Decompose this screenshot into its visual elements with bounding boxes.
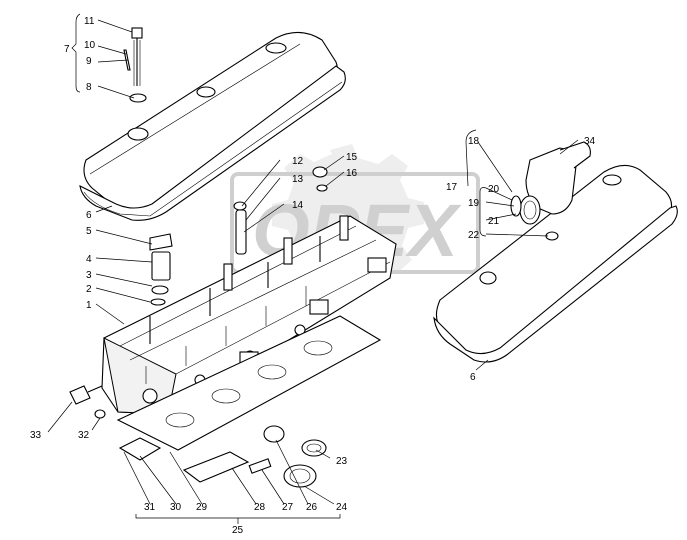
callout-12: 12 — [292, 156, 304, 167]
callout-25: 25 — [232, 525, 244, 536]
cover-bolt — [123, 27, 143, 86]
callout-14: 14 — [292, 200, 304, 211]
callout-28: 28 — [254, 502, 266, 513]
callout-6-left: 6 — [86, 210, 92, 221]
callout-21: 21 — [488, 216, 500, 227]
callout-11: 11 — [84, 16, 95, 27]
callout-34: 34 — [584, 136, 596, 147]
leader-lines — [47, 13, 579, 524]
callout-27: 27 — [282, 502, 294, 513]
callout-2: 2 — [86, 284, 92, 295]
left-valve-cover — [79, 31, 346, 221]
callout-16: 16 — [346, 168, 358, 179]
small-parts — [69, 166, 328, 419]
callout-9: 9 — [86, 56, 92, 67]
callout-23: 23 — [336, 456, 348, 467]
callout-7: 7 — [64, 44, 70, 55]
callout-26: 26 — [306, 502, 318, 513]
callout-33: 33 — [30, 430, 42, 441]
callout-18: 18 — [468, 136, 480, 147]
callout-8: 8 — [86, 82, 92, 93]
callout-6-right: 6 — [470, 372, 476, 383]
callout-22: 22 — [468, 230, 480, 241]
callout-1: 1 — [86, 300, 92, 311]
callout-3: 3 — [86, 270, 92, 281]
right-valve-cover — [433, 164, 678, 363]
callout-17: 17 — [446, 182, 458, 193]
cylinder-head — [101, 215, 397, 415]
callout-32: 32 — [78, 430, 90, 441]
callout-30: 30 — [170, 502, 182, 513]
callout-labels: 11 10 7 9 8 6 5 4 3 2 1 12 13 14 15 16 1… — [30, 16, 596, 536]
callout-10: 10 — [84, 40, 96, 51]
callout-15: 15 — [346, 152, 358, 163]
callout-5: 5 — [86, 226, 92, 237]
callout-20: 20 — [488, 184, 500, 195]
callout-13: 13 — [292, 174, 304, 185]
head-gasket — [116, 315, 382, 488]
callout-24: 24 — [336, 502, 348, 513]
callout-4: 4 — [86, 254, 92, 265]
callout-19: 19 — [468, 198, 480, 209]
callout-31: 31 — [144, 502, 156, 513]
callout-29: 29 — [196, 502, 208, 513]
